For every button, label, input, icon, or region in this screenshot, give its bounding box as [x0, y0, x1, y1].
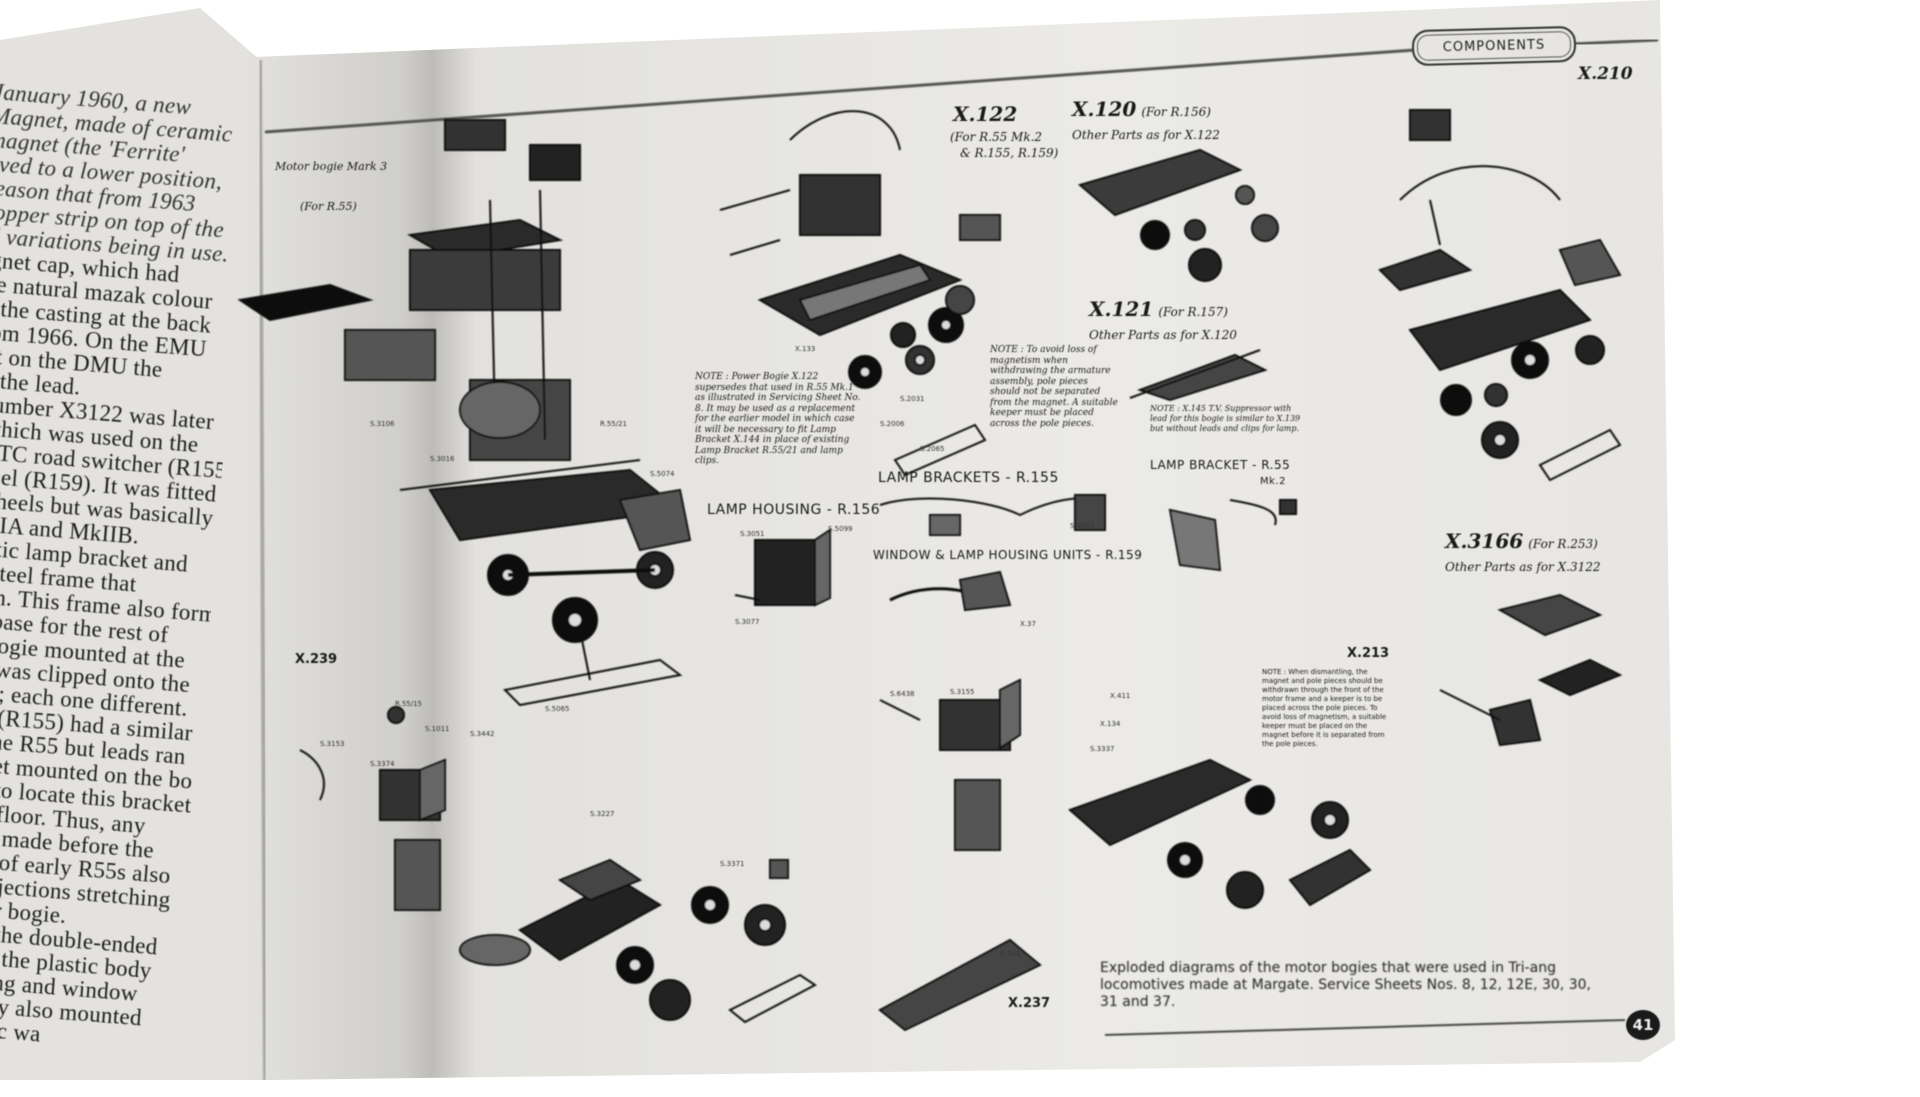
note-left: NOTE : Power Bogie X.122 supersedes that…	[695, 372, 861, 466]
figure-caption: Exploded diagrams of the motor bogies th…	[1100, 960, 1591, 1010]
x122-title: X.122	[953, 102, 1018, 126]
lamp-bracket-r55-label: LAMP BRACKET - R.55	[1150, 458, 1291, 472]
part-label: R.55/15	[395, 700, 423, 708]
part-label: S.3106	[370, 420, 395, 428]
lamp-bracket-r55-diagram	[1168, 499, 1297, 572]
part-label: S.3442	[470, 730, 495, 738]
x237-label: X.237	[1008, 996, 1051, 1011]
section-badge: COMPONENTS	[1411, 25, 1577, 67]
part-label: S.3227	[590, 810, 615, 818]
part-label: S.3155	[950, 688, 975, 696]
x3166-diagram	[1439, 593, 1623, 747]
part-label: S.3371	[720, 860, 745, 868]
part-label: S.3051	[740, 530, 765, 538]
right-page	[230, 0, 1675, 1080]
part-label: S.1011	[425, 725, 450, 733]
x213-diagram	[878, 678, 1372, 1032]
x213-note: NOTE : When dismantling, the magnet and …	[1262, 668, 1387, 748]
x120-title: X.120	[1072, 97, 1137, 121]
x120-diagram	[1077, 148, 1279, 282]
lamp-housing-label: LAMP HOUSING - R.156	[707, 502, 881, 518]
motor-bogie-diagram-left	[237, 119, 692, 707]
part-label: S.3153	[320, 740, 345, 748]
x120-for: (For R.156)	[1141, 105, 1211, 119]
x121-diagram	[1129, 349, 1268, 402]
x122-diagram	[719, 110, 1001, 477]
part-label: X.37	[1020, 620, 1036, 628]
part-label: S.2031	[900, 395, 925, 403]
left-side-label: Motor bogie Mark 3	[275, 160, 388, 173]
x3166-for: (For R.253)	[1528, 537, 1598, 551]
lamp-brackets-label: LAMP BRACKETS - R.155	[878, 470, 1059, 486]
note-right: NOTE : To avoid loss of magnetism when w…	[990, 345, 1118, 429]
part-label: S.2006	[880, 420, 905, 428]
part-label: S.5065	[545, 705, 570, 713]
x121-note: NOTE : X.145 T.V. Suppressor with lead f…	[1150, 404, 1301, 433]
part-label: R.55/21	[600, 420, 628, 428]
part-label: S.3016	[430, 455, 455, 463]
x121-heading: X.121 (For R.157) Other Parts as for X.1…	[1089, 298, 1237, 346]
x120-heading: X.120 (For R.156) Other Parts as for X.1…	[1072, 98, 1220, 146]
part-label: S.6438	[890, 690, 915, 698]
part-label: X.134	[1100, 720, 1121, 728]
left-page	[0, 8, 265, 1080]
left-side-label-2: (For R.55)	[300, 200, 357, 213]
window-lamp-label: WINDOW & LAMP HOUSING UNITS - R.159	[873, 548, 1143, 562]
lamp-bracket-r55-mk: Mk.2	[1260, 476, 1286, 487]
lamp-housing-diagram	[734, 528, 831, 607]
lamp-brackets-diagram	[879, 494, 1106, 612]
part-label: X.411	[1110, 692, 1131, 700]
x121-title: X.121	[1089, 297, 1154, 321]
part-label: S.3011	[1070, 522, 1095, 530]
x239-label: X.239	[295, 652, 338, 667]
part-label: S.5099	[828, 525, 853, 533]
part-label: S.3077	[735, 618, 760, 626]
part-label: S.5074	[650, 470, 675, 478]
part-label: X.141	[1000, 950, 1021, 958]
x239-diagram	[299, 706, 817, 1024]
x3166-title: X.3166	[1445, 529, 1524, 553]
x121-for: (For R.157)	[1158, 305, 1228, 319]
x213-label: X.213	[1347, 646, 1390, 661]
x3122-diagram	[1378, 109, 1622, 482]
x120-other: Other Parts as for X.122	[1072, 128, 1220, 142]
part-label: S.3374	[370, 760, 395, 768]
x3166-other: Other Parts as for X.3122	[1445, 560, 1601, 574]
x122-sub: (For R.55 Mk.2	[950, 130, 1043, 144]
part-label: S.2065	[920, 445, 945, 453]
page-number: 41	[1626, 1010, 1660, 1040]
header-rule	[264, 48, 1416, 134]
x122-sub2: & R.155, R.159)	[960, 146, 1059, 160]
part-label: X.133	[795, 345, 816, 353]
x3166-heading: X.3166 (For R.253) Other Parts as for X.…	[1445, 530, 1601, 578]
part-label: S.3337	[1090, 745, 1115, 753]
corner-ref: X.210	[1578, 64, 1633, 84]
x121-other: Other Parts as for X.120	[1089, 328, 1237, 342]
